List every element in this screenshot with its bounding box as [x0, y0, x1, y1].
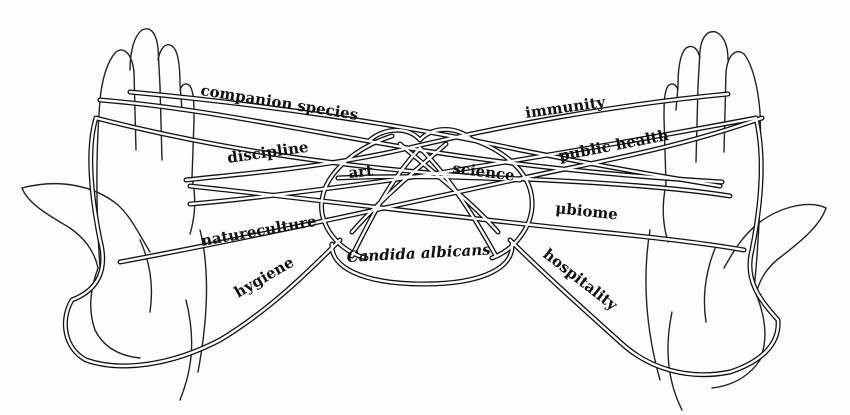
label-microbiome: μbiome — [555, 199, 619, 223]
string-figure — [62, 89, 781, 378]
label-discipline: discipline — [226, 138, 310, 167]
left-hand-drawing — [21, 28, 208, 401]
label-natureculture: natureculture — [200, 212, 318, 250]
right-hand-drawing — [645, 30, 827, 411]
label-candida-albicans: Candida albicans — [346, 240, 491, 266]
label-art: art — [348, 162, 374, 182]
label-hygiene: hygiene — [231, 253, 297, 301]
